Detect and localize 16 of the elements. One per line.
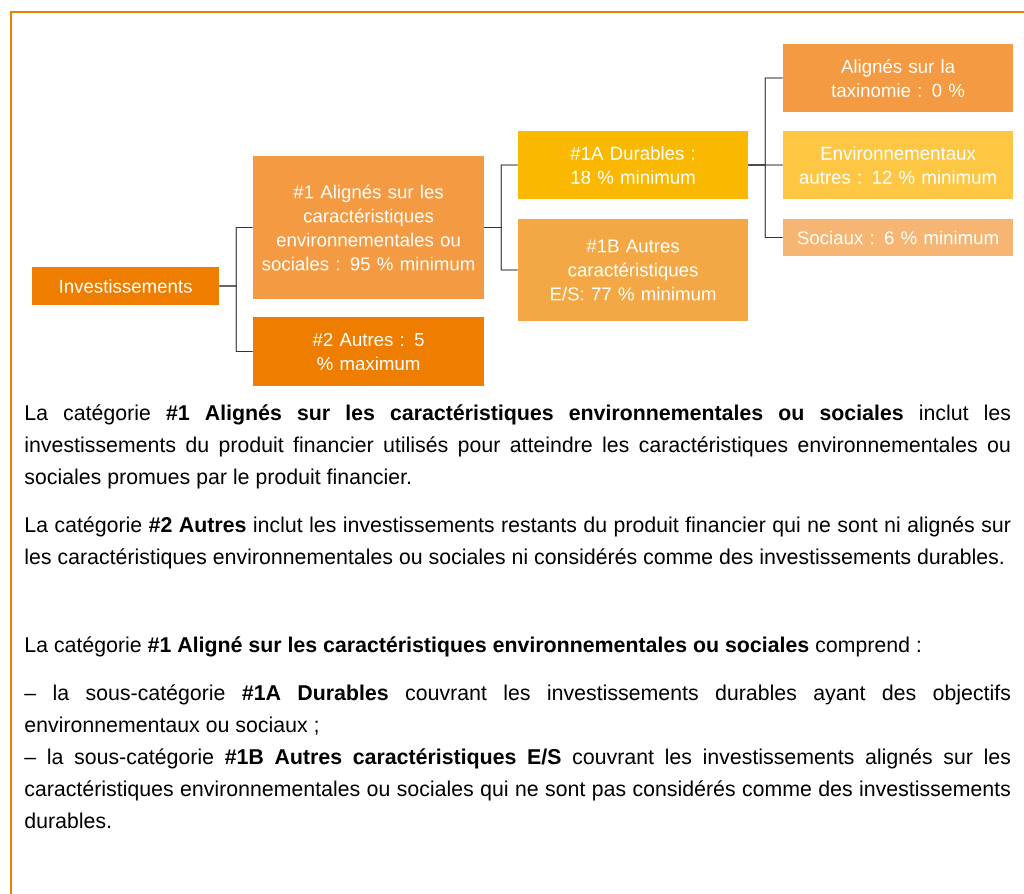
category-box: Investissements: [32, 267, 219, 305]
paragraph: La catégorie #1 Aligné sur les caractéristiques environnementales ou sociales comprend :: [26, 636, 920, 657]
category-box: #1A Durables : 18 % minimum: [518, 131, 748, 199]
category-box: #1 Alignés sur les caractéristiques environnementales ou sociales : 95 % minimum: [253, 156, 484, 299]
paragraph: La catégorie #2 Autres inclut les investissements restants du produit financier qui ne sont ni alignés sur les caractéristiques environnementales ou sociales ni considérés comme des investissements durables.: [25, 516, 1011, 569]
connector-line: [747, 164, 784, 239]
category-box: Sociaux : 6 % minimum: [783, 219, 1013, 256]
category-box: #1B Autres caractéristiques E/S: 77 % minimum: [518, 219, 748, 321]
connector-line: [218, 285, 254, 353]
category-box: Alignés sur la taxinomie : 0 %: [783, 44, 1013, 112]
connector-line: [483, 226, 519, 271]
paragraph: – la sous-catégorie #1A Durables couvrant les investissements durables ayant des objectifs environnementaux ou sociaux ;: [24, 684, 1011, 735]
paragraph: La catégorie #1 Alignés sur les caractéristiques environnementales ou sociales inclut les investissements du produit financier utilisés pour atteindre les caractéristiques environnementales ou sociales promues par le produit financier.: [24, 404, 1011, 489]
paragraph: – la sous-catégorie #1B Autres caractéristiques E/S couvrant les investissements alignés sur les caractéristiques environnementales ou sociales qui ne sont pas considérés comme des investissements durables.: [24, 748, 1011, 829]
category-box: Environnementaux autres : 12 % minimum: [783, 131, 1013, 199]
category-box: #2 Autres : 5 % maximum: [253, 317, 484, 386]
